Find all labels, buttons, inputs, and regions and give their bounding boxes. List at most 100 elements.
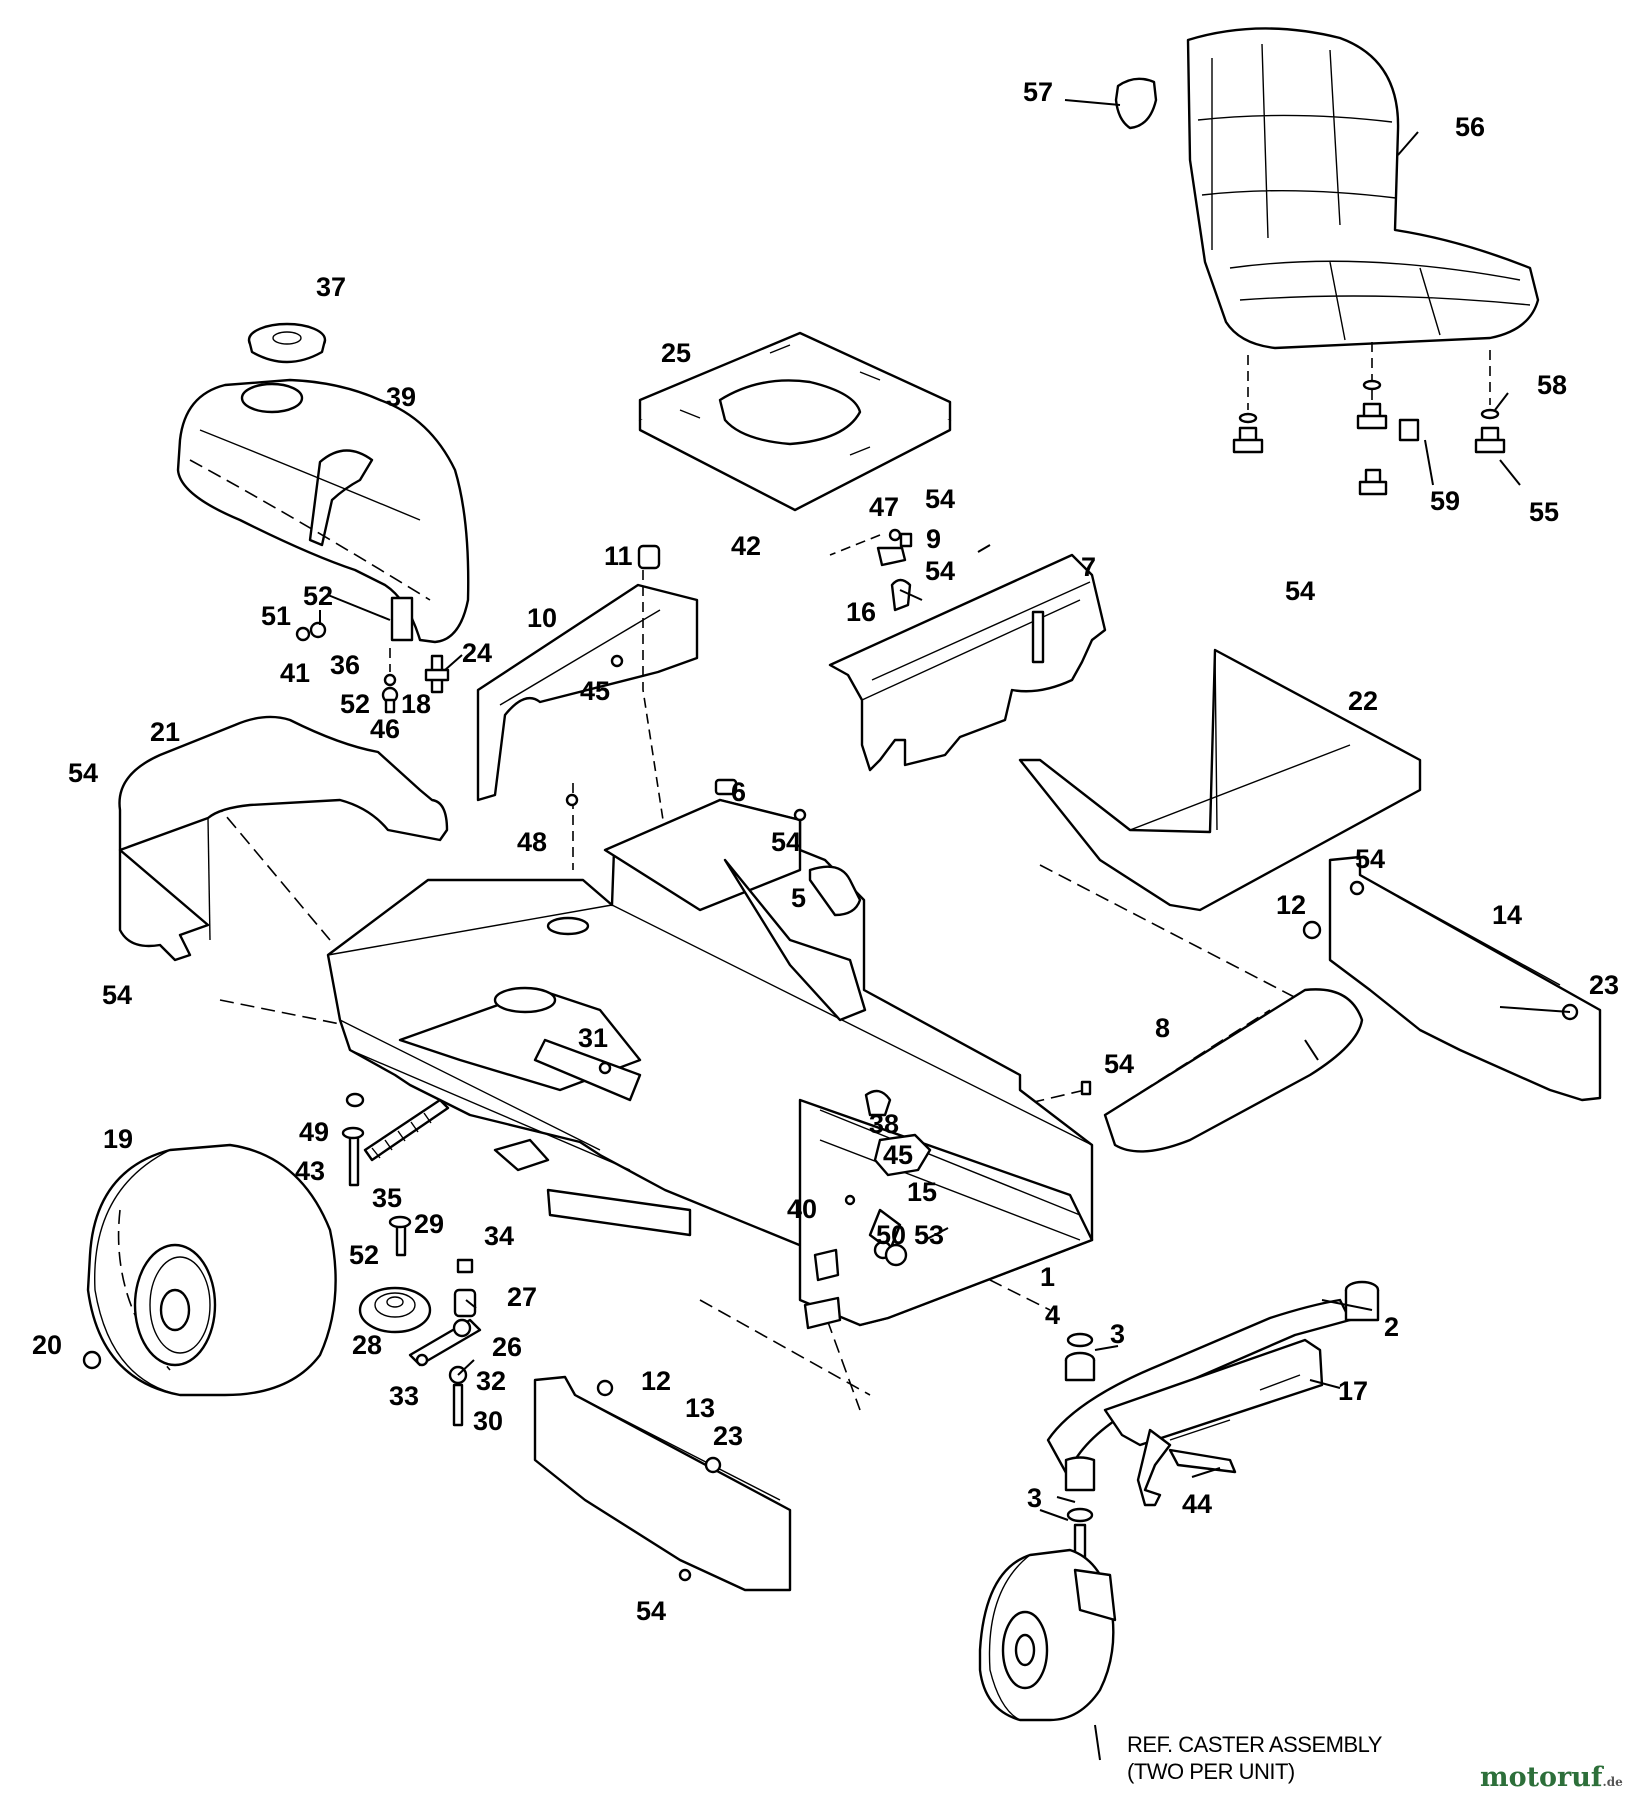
caster-wheel [978, 1548, 1117, 1722]
callout: 26 [492, 1332, 522, 1362]
callout: 52 [340, 689, 370, 719]
callout: 45 [580, 676, 610, 706]
callout: 44 [1182, 1489, 1212, 1519]
callout: 8 [1155, 1013, 1170, 1043]
callout: 34 [484, 1221, 514, 1251]
callout: 36 [330, 650, 360, 680]
seat-hardware [1232, 342, 1506, 496]
callout-labels: 57 56 37 25 39 58 59 55 47 54 42 9 11 54… [32, 77, 1619, 1626]
callout: 16 [846, 597, 876, 627]
seat [1114, 27, 1540, 350]
callout: 12 [641, 1366, 671, 1396]
bracket-10 [476, 544, 699, 802]
idler-assembly [341, 1092, 482, 1427]
callout: 43 [295, 1156, 325, 1186]
rear-wheel [82, 1143, 337, 1397]
callout: 17 [1338, 1376, 1368, 1406]
callout: 52 [349, 1240, 379, 1270]
fender-21 [118, 715, 449, 962]
callout: 10 [527, 603, 557, 633]
callout: 56 [1455, 112, 1485, 142]
callout: 5 [791, 883, 806, 913]
callout: 22 [1348, 686, 1378, 716]
callout: 3 [1027, 1483, 1042, 1513]
callout: 12 [1276, 890, 1306, 920]
callout: 27 [507, 1282, 537, 1312]
callout: 21 [150, 717, 180, 747]
callout: 15 [907, 1177, 937, 1207]
caster-arm [1046, 1280, 1380, 1582]
callout: 48 [517, 827, 547, 857]
callout: 23 [713, 1421, 743, 1451]
callout: 35 [372, 1183, 402, 1213]
callout: 54 [102, 980, 132, 1010]
callout: 54 [1104, 1049, 1134, 1079]
watermark-logo: motoruf.de [1480, 1762, 1623, 1793]
callout: 52 [303, 581, 333, 611]
frame-hardware [565, 778, 932, 1267]
callout: 18 [401, 689, 431, 719]
fender-8 [1080, 988, 1364, 1153]
note-line-2: (TWO PER UNIT) [1127, 1759, 1295, 1784]
callout: 28 [352, 1330, 382, 1360]
watermark-name: motoruf [1480, 1762, 1603, 1793]
side-panel-left [533, 1375, 792, 1592]
callout: 14 [1492, 900, 1522, 930]
callout: 4 [1045, 1300, 1060, 1330]
callout: 32 [476, 1366, 506, 1396]
callout: 53 [914, 1220, 944, 1250]
callout: 54 [68, 758, 98, 788]
callout: 45 [883, 1140, 913, 1170]
callout: 31 [578, 1023, 608, 1053]
callout-leaders [319, 99, 1571, 1761]
seat-bracket [828, 553, 1107, 772]
callout: 11 [604, 541, 633, 571]
callout: 49 [299, 1117, 329, 1147]
floor-pan [1018, 648, 1422, 912]
callout: 50 [876, 1220, 906, 1250]
watermark-tld: .de [1602, 1775, 1623, 1789]
callout: 37 [316, 272, 346, 302]
callout: 54 [636, 1596, 666, 1626]
callout: 57 [1023, 77, 1053, 107]
caster-assembly-note: REF. CASTER ASSEMBLY (TWO PER UNIT) [1127, 1731, 1382, 1785]
fuel-tank [176, 378, 470, 644]
callout: 20 [32, 1330, 62, 1360]
callout: 7 [1081, 552, 1096, 582]
callout: 54 [1285, 576, 1315, 606]
callout: 40 [787, 1194, 817, 1224]
callout: 2 [1384, 1312, 1399, 1342]
callout: 38 [869, 1109, 899, 1139]
bracket-9-16 [876, 528, 913, 612]
callout: 13 [685, 1393, 715, 1423]
callout: 42 [731, 531, 761, 561]
callout: 6 [731, 777, 746, 807]
callout: 41 [280, 658, 310, 688]
callout: 55 [1529, 497, 1559, 527]
callout: 51 [261, 601, 291, 631]
callout: 58 [1537, 370, 1567, 400]
callout: 54 [1355, 844, 1385, 874]
callout: 29 [414, 1209, 444, 1239]
callout: 23 [1589, 970, 1619, 1000]
seat-plate [638, 331, 952, 512]
callout: 47 [869, 492, 899, 522]
callout: 1 [1040, 1262, 1055, 1292]
callout: 54 [925, 556, 955, 586]
callout: 24 [462, 638, 492, 668]
callout: 54 [925, 484, 955, 514]
note-line-1: REF. CASTER ASSEMBLY [1127, 1732, 1382, 1757]
callout: 25 [661, 338, 691, 368]
callout: 39 [386, 382, 416, 412]
callout: 30 [473, 1406, 503, 1436]
fuel-cap [247, 322, 327, 364]
callout: 54 [771, 827, 801, 857]
side-panel-right [1302, 855, 1602, 1102]
tank-hardware [295, 621, 450, 714]
callout: 3 [1110, 1319, 1125, 1349]
callout: 59 [1430, 486, 1460, 516]
callout: 46 [370, 714, 400, 744]
callout: 33 [389, 1381, 419, 1411]
callout: 9 [926, 524, 941, 554]
